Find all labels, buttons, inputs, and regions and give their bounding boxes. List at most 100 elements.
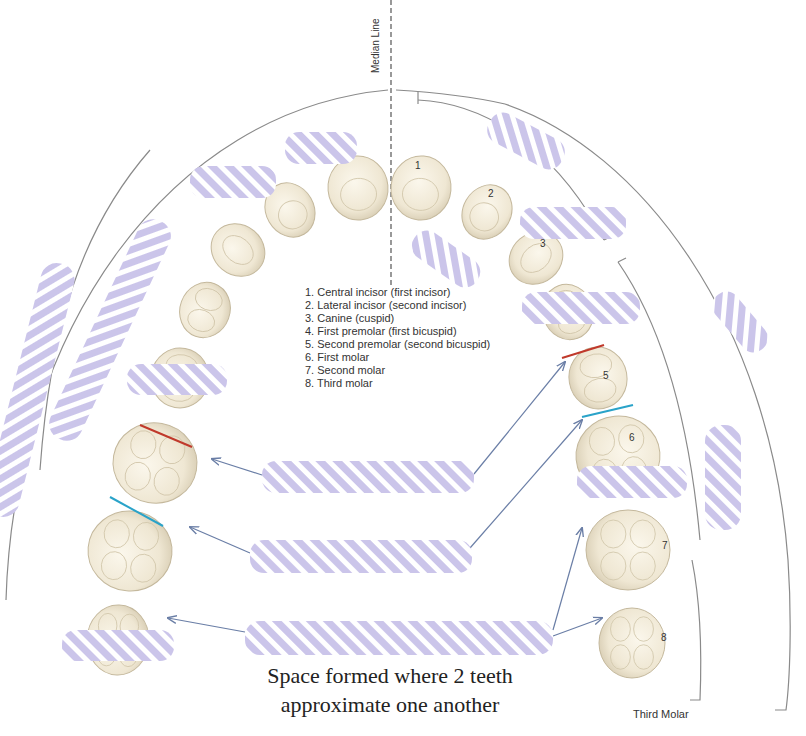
tooth-cusp [217, 230, 259, 271]
tooth-cusp [339, 177, 378, 212]
tooth [586, 510, 670, 590]
tooth-cusp [401, 177, 440, 212]
tooth-crown [107, 416, 204, 509]
redaction-hatch [62, 630, 174, 661]
leader-arrow [190, 527, 250, 553]
tooth-crown [200, 213, 275, 287]
tooth-crown [388, 154, 453, 223]
tooth-cusp [465, 198, 504, 237]
tooth-crown [85, 507, 176, 594]
redaction-hatch [520, 207, 626, 239]
callout-number: 2 [488, 188, 494, 200]
leader-arrow [168, 618, 245, 632]
figure-label: Third Molar [633, 708, 689, 721]
arch-outline [505, 104, 790, 710]
tooth [107, 416, 204, 509]
leader-arrow [553, 528, 582, 630]
tooth [599, 608, 665, 678]
leader-arrows [168, 362, 602, 636]
tooth-cusp [152, 465, 182, 497]
redaction-hatch [707, 286, 773, 358]
tooth-cusp [582, 376, 618, 405]
median-line [390, 0, 391, 285]
tooth [388, 154, 453, 223]
redaction-hatch [262, 461, 474, 493]
tooth-list-item: 6. First molar [305, 351, 369, 364]
arch-brackets [6, 90, 790, 710]
tooth-crown [172, 275, 238, 345]
redaction-hatch [522, 292, 640, 324]
tooth-cusp [611, 617, 631, 642]
tooth-cusp [634, 617, 654, 642]
tooth-cusp [630, 520, 655, 548]
redaction-hatch [482, 108, 569, 175]
redaction-hatches [0, 108, 773, 661]
tooth-list-item: 3. Canine (cuspid) [305, 312, 394, 325]
contact-line [582, 405, 633, 417]
contact-line [140, 425, 192, 447]
callout-number: 3 [540, 238, 546, 250]
tooth-cusp [601, 552, 626, 580]
tooth-cusp [634, 645, 654, 670]
contact-lines [110, 345, 633, 526]
segment-bracket [690, 560, 701, 700]
tooth-crown [452, 176, 522, 248]
tooth [172, 275, 238, 345]
arch-outline [396, 90, 505, 104]
tooth-crown [599, 608, 665, 678]
tooth-cusp [128, 429, 158, 461]
leader-arrow [474, 362, 565, 474]
tooth [452, 176, 522, 248]
tooth-cusp [617, 424, 645, 454]
tooth-crown [586, 510, 670, 590]
callout-number: 8 [661, 632, 667, 644]
redaction-hatch [0, 260, 78, 521]
teeth [85, 154, 670, 678]
contact-line [110, 497, 163, 526]
redaction-hatch [705, 425, 741, 530]
tooth-cusp [273, 196, 312, 235]
tooth-list-item: 8. Third molar [305, 377, 373, 390]
tooth-cusp [601, 520, 626, 548]
redaction-hatch [245, 621, 553, 655]
tooth-cusp [123, 460, 153, 492]
tooth-cusp [515, 238, 557, 279]
tooth-cusp [132, 521, 160, 551]
segment-bracket [417, 92, 418, 104]
redaction-hatch [406, 225, 485, 293]
tooth-crown [564, 342, 632, 413]
tooth-list-item: 4. First premolar (first bicuspid) [305, 325, 457, 338]
contact-line [562, 345, 604, 358]
tooth-cusp [100, 551, 128, 581]
redaction-hatch [127, 364, 227, 395]
redaction-hatch [577, 466, 687, 498]
tooth-cusp [192, 285, 225, 314]
tooth-list-item: 2. Lateral incisor (second incisor) [305, 299, 466, 312]
tooth-cusp [103, 519, 131, 549]
tooth-list-item: 1. Central incisor (first incisor) [305, 286, 450, 299]
callout-number: 6 [629, 432, 635, 444]
tooth [200, 213, 275, 287]
tooth-list-item: 5. Second premolar (second bicuspid) [305, 338, 490, 351]
redaction-hatch [285, 132, 357, 164]
tooth-cusp [129, 553, 157, 583]
leader-arrow [470, 420, 582, 548]
callout-number: 1 [415, 160, 421, 172]
tooth-cusp [630, 552, 655, 580]
definition-note: Space formed where 2 teeth approximate o… [220, 662, 560, 719]
tooth-cusp [588, 426, 616, 456]
tooth-cusp [611, 645, 631, 670]
tooth [85, 507, 176, 594]
callout-number: 5 [603, 370, 609, 382]
tooth [564, 342, 632, 413]
redaction-hatch [250, 540, 472, 573]
tooth-list-item: 7. Second molar [305, 364, 385, 377]
leader-arrow [212, 459, 262, 475]
leader-arrow [553, 618, 602, 636]
median-line-label: Median Line [370, 11, 382, 81]
callout-number: 7 [662, 540, 668, 552]
redaction-hatch [44, 214, 176, 446]
redaction-hatch [190, 166, 276, 198]
